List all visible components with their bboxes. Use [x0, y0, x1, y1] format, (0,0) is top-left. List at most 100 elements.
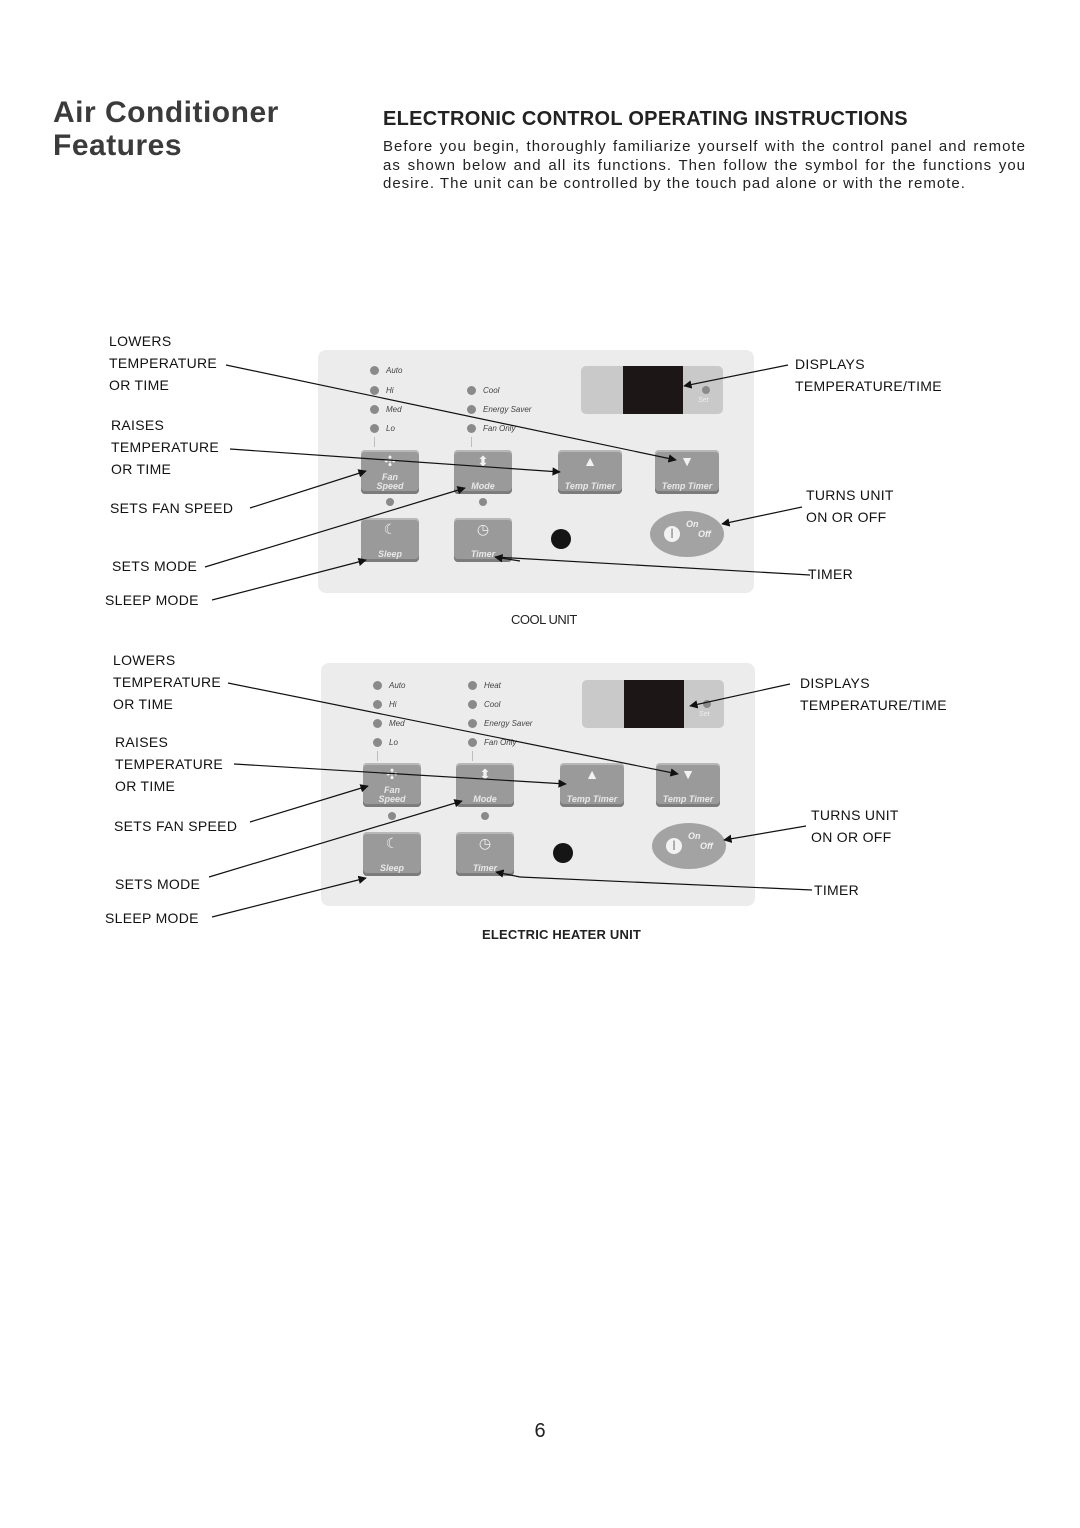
arrow-timer-head: [494, 554, 521, 563]
indicator-energy-saver: Energy Saver: [467, 405, 531, 414]
display-screen: [623, 366, 683, 414]
indicator-cool: Cool: [468, 700, 500, 709]
indicator-lo: Lo: [370, 424, 395, 433]
arrow-sleep: [211, 875, 367, 918]
page-number: 6: [534, 1420, 546, 1442]
power-icon: |: [666, 838, 682, 854]
indicator-dot: [468, 700, 477, 709]
indicator-dot: [467, 386, 476, 395]
arrow-timer: [519, 876, 813, 891]
cool-unit-caption: COOL UNIT: [511, 612, 577, 627]
indicator-med: Med: [373, 719, 405, 728]
indicator-hi: Hi: [370, 386, 394, 395]
indicator-dot: [373, 681, 382, 690]
callout-mode: SETS MODE: [112, 558, 198, 574]
indicator-hi: Hi: [373, 700, 397, 709]
timer-led: [479, 498, 487, 506]
arrow-on-off: [723, 825, 807, 843]
indicator-auto: Auto: [373, 681, 405, 690]
callout-fan-speed: SETS FAN SPEED: [110, 500, 234, 516]
indicator-connector: [377, 751, 378, 761]
callout-displays: DISPLAYS TEMPERATURE/TIME: [800, 675, 947, 713]
indicator-lo: Lo: [373, 738, 398, 747]
stopwatch-icon: ◷: [476, 521, 490, 537]
arrow-mode: [204, 486, 466, 568]
arrow-fan-speed: [249, 469, 367, 509]
callout-raises: RAISES TEMPERATURE OR TIME: [115, 734, 224, 794]
temp-timer-up-button[interactable]: ▲ Temp Timer: [558, 450, 622, 494]
arrow-lowers: [227, 682, 679, 777]
temp-timer-down-button[interactable]: ▼ Temp Timer: [656, 763, 720, 807]
indicator-dot: [373, 719, 382, 728]
triangle-up-icon: ▲: [583, 453, 597, 469]
indicator-dot: [467, 405, 476, 414]
indicator-dot: [370, 366, 379, 375]
display-screen: [624, 680, 684, 728]
stopwatch-icon: ◷: [478, 835, 492, 851]
callout-on-off: TURNS UNIT ON OR OFF: [806, 487, 894, 525]
callout-lowers: LOWERS TEMPERATURE OR TIME: [109, 333, 218, 393]
indicator-cool: Cool: [467, 386, 499, 395]
set-label: Set: [698, 397, 709, 404]
indicator-connector: [374, 437, 375, 447]
up-down-icon: ⬍: [477, 453, 489, 469]
callout-sleep: SLEEP MODE: [105, 910, 199, 926]
indicator-med: Med: [370, 405, 402, 414]
set-indicator: [703, 700, 711, 708]
triangle-down-icon: ▼: [680, 453, 694, 469]
arrow-mode: [208, 799, 463, 878]
sleep-button[interactable]: ☾ Sleep: [361, 518, 419, 562]
callout-on-off: TURNS UNIT ON OR OFF: [811, 807, 899, 845]
arrow-displays: [683, 364, 789, 389]
callout-fan-speed: SETS FAN SPEED: [114, 818, 238, 834]
indicator-energy-saver: Energy Saver: [468, 719, 532, 728]
indicator-auto: Auto: [370, 366, 402, 375]
sleep-led: [386, 498, 394, 506]
remote-sensor: [551, 529, 571, 549]
triangle-down-icon: ▼: [681, 766, 695, 782]
indicator-dot: [370, 405, 379, 414]
callout-mode: SETS MODE: [115, 876, 201, 892]
indicator-connector: [472, 751, 473, 761]
arrow-timer-head: [495, 869, 521, 878]
timer-button[interactable]: ◷ Timer: [456, 832, 514, 876]
arrow-timer: [494, 556, 811, 576]
callout-timer: TIMER: [814, 882, 860, 898]
sleep-button[interactable]: ☾ Sleep: [363, 832, 421, 876]
timer-led: [481, 812, 489, 820]
indicator-fan-only: Fan Only: [467, 424, 515, 433]
section-heading: ELECTRONIC CONTROL OPERATING INSTRUCTION…: [383, 108, 908, 130]
set-indicator: [702, 386, 710, 394]
indicator-heat: Heat: [468, 681, 501, 690]
set-label: Set: [699, 711, 710, 718]
temperature-display: Set: [581, 366, 723, 414]
callout-raises: RAISES TEMPERATURE OR TIME: [111, 417, 220, 477]
callout-lowers: LOWERS TEMPERATURE OR TIME: [113, 652, 222, 712]
cool-control-panel: Auto Hi Med Lo Cool Energy Saver Fan Onl…: [318, 350, 754, 593]
heater-unit-caption: ELECTRIC HEATER UNIT: [482, 927, 642, 942]
title-line-1: Air Conditioner: [53, 96, 279, 129]
indicator-fan-only: Fan Only: [468, 738, 516, 747]
mode-button[interactable]: ⬍ Mode: [456, 763, 514, 807]
arrow-raises: [229, 448, 561, 476]
indicator-dot: [468, 738, 477, 747]
temp-timer-up-button[interactable]: ▲ Temp Timer: [560, 763, 624, 807]
triangle-up-icon: ▲: [585, 766, 599, 782]
callout-displays: DISPLAYS TEMPERATURE/TIME: [795, 356, 942, 394]
remote-sensor: [553, 843, 573, 863]
moon-icon: ☾: [385, 835, 399, 851]
indicator-dot: [467, 424, 476, 433]
heater-control-panel: Auto Hi Med Lo Heat Cool Energy Saver Fa…: [321, 663, 755, 906]
temperature-display: Set: [582, 680, 724, 728]
callout-timer: TIMER: [808, 566, 854, 582]
fan-icon: ✣: [384, 453, 396, 469]
indicator-connector: [471, 437, 472, 447]
up-down-icon: ⬍: [479, 766, 491, 782]
arrow-sleep: [211, 557, 367, 601]
indicator-dot: [370, 386, 379, 395]
indicator-dot: [468, 681, 477, 690]
